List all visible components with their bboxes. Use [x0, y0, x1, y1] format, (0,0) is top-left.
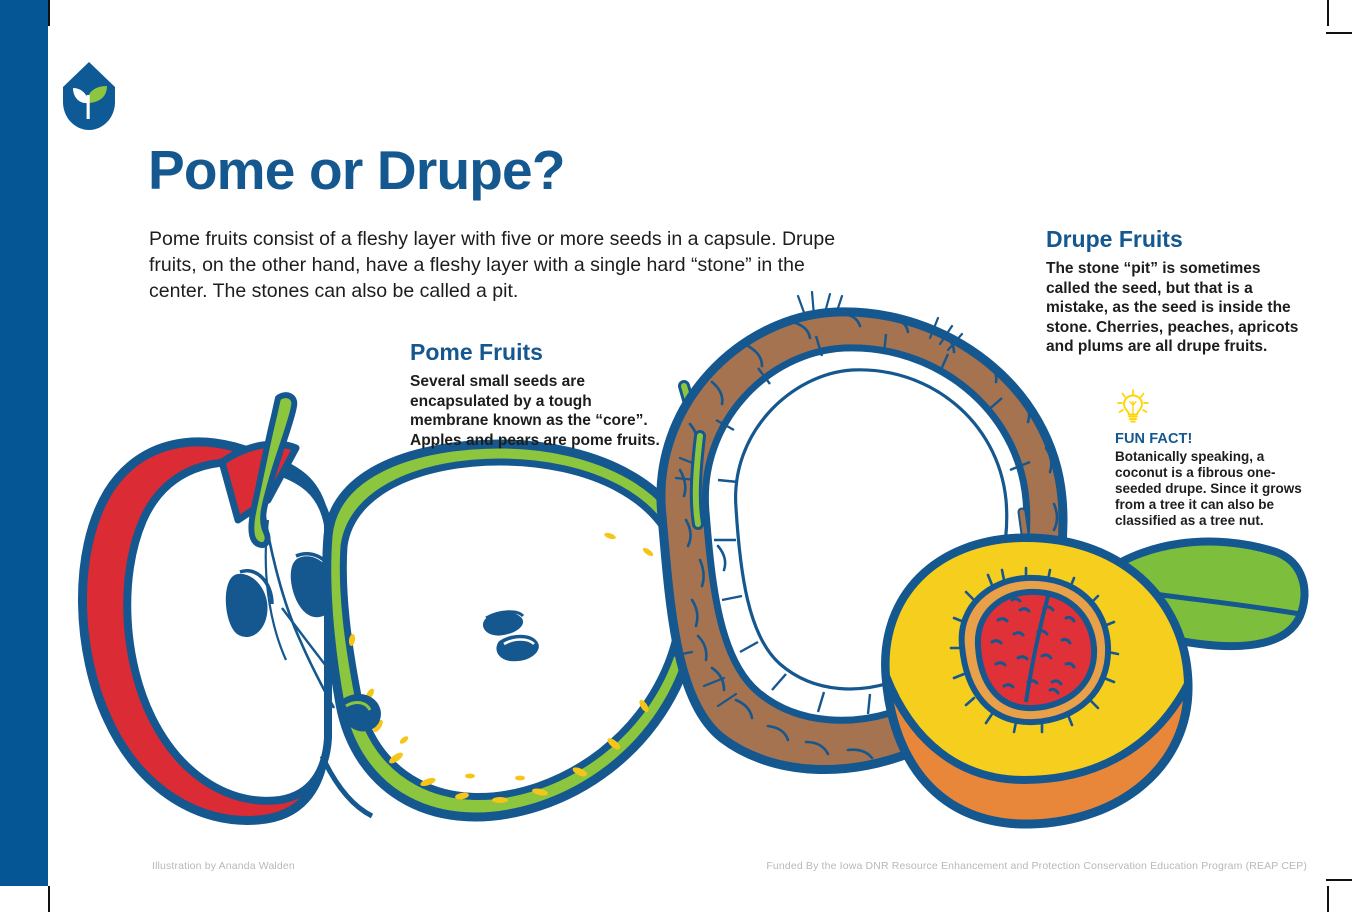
coconut-half-illustration [656, 290, 1068, 774]
crop-mark-top-right-horizontal [1326, 32, 1352, 34]
pear-half-illustration [319, 380, 710, 822]
peach-pit-fuzz [949, 566, 1120, 734]
crop-mark-bottom-right-horizontal [1326, 879, 1352, 881]
peach-half-illustration [881, 507, 1309, 829]
left-blue-bar [0, 0, 48, 886]
crop-mark-top-left-vertical [48, 0, 50, 26]
pome-fruits-body: Several small seeds are encapsulated by … [410, 373, 660, 449]
crop-mark-bottom-right-vertical [1327, 886, 1329, 912]
crop-mark-bottom-left-vertical [48, 886, 50, 912]
fun-fact-title: FUN FACT! [1115, 431, 1193, 447]
pear-seeds [483, 610, 539, 662]
coconut-husk-fibers [678, 312, 1059, 760]
pome-fruits-heading: Pome Fruits [410, 339, 543, 365]
apple-half-illustration [78, 392, 339, 825]
fun-fact-body: Botanically speaking, a coconut is a fib… [1115, 449, 1302, 528]
drupe-fruits-body: The stone “pit” is sometimes called the … [1046, 260, 1299, 356]
page-title: Pome or Drupe? [148, 139, 565, 201]
drupe-fruits-section: Drupe Fruits The stone “pit” is sometime… [1046, 226, 1304, 357]
coconut-flesh-ticks [714, 333, 1035, 715]
funding-statement: Funded By the Iowa DNR Resource Enhancem… [766, 860, 1307, 872]
intro-paragraph: Pome fruits consist of a fleshy layer wi… [149, 228, 836, 302]
fun-fact-callout: FUN FACT! Botanically speaking, a coconu… [1115, 389, 1305, 529]
crop-mark-top-right-vertical [1327, 0, 1329, 26]
lightbulb-icon [1117, 389, 1149, 423]
illustration-credit: Illustration by Ananda Walden [152, 860, 295, 872]
drupe-fruits-heading: Drupe Fruits [1046, 226, 1183, 252]
coconut-hairs [670, 290, 964, 708]
sprout-shield-logo [63, 62, 115, 130]
apple-seeds [225, 552, 339, 637]
pome-fruits-section: Pome Fruits Several small seeds are enca… [410, 339, 668, 450]
pear-rind-speckles [348, 532, 675, 803]
peach-pit-texture [990, 597, 1076, 695]
